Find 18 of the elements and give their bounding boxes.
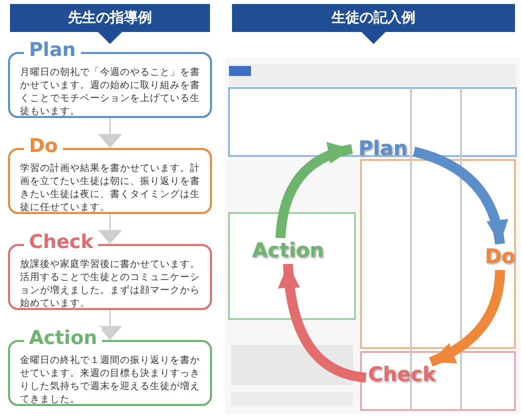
cycle-label: Check [366, 362, 438, 388]
cycle-label: Action [250, 238, 326, 264]
description-text: 学習の計画や結果を書かせています。計画を立てたい生徒は朝に、振り返りを書きたい生徒は夜に、書くタイミングは生徒に任せています。 [20, 162, 201, 214]
description-text: 金曜日の終礼で１週間の振り返りを書かせています。来週の目標も決まりすっきりした気持ちで週末を迎える生徒が増えてきました。 [20, 354, 201, 406]
arrow [275, 143, 354, 238]
arrow [428, 270, 505, 367]
cycle-label: Do [480, 244, 520, 270]
cycle-label: Plan [352, 136, 414, 162]
banner-title: 先生の指導例 [66, 9, 153, 27]
description-text: 月曜日の朝礼で「今週のやること」を書かせています。週の始めに取り組みを書くことでモチベーションを上げている生徒もいます。 [20, 66, 201, 118]
description-text: 放課後や家庭学習後に書かせています。活用することで生徒とのコミュニケーションが増えました。まずは顔マークから始めています。 [20, 258, 201, 310]
arrow [98, 118, 122, 148]
banner-title: 生徒の記入例 [330, 9, 416, 27]
arrow [98, 310, 122, 340]
header-banner [232, 4, 515, 44]
arrow [98, 214, 122, 244]
arrow [278, 264, 367, 383]
arrow [412, 146, 508, 245]
